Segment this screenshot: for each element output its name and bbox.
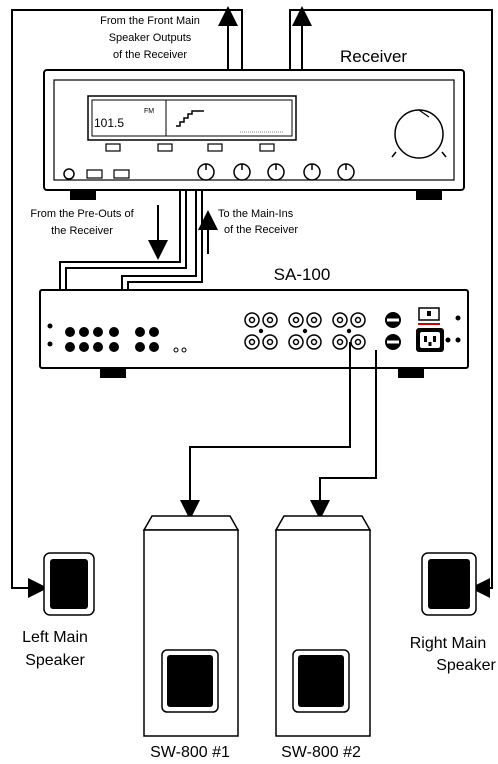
right-speaker-label-1: Right Main — [410, 635, 486, 652]
ac-inlet — [416, 328, 451, 352]
right-speaker-label-2: Speaker — [436, 657, 496, 674]
left-speaker-label-1: Left Main — [22, 629, 88, 646]
pre-outs-label-2: the Receiver — [51, 225, 113, 237]
front-outputs-label-2: Speaker Outputs — [109, 32, 192, 44]
receiver-button-3[interactable] — [207, 143, 223, 152]
left-main-speaker — [43, 552, 95, 616]
pre-outs-label-1: From the Pre-Outs of — [30, 208, 134, 220]
receiver-button-1[interactable] — [105, 143, 121, 152]
sa100-label: SA-100 — [274, 265, 331, 284]
sw2-label: SW-800 #2 — [281, 744, 361, 761]
receiver-button-4[interactable] — [259, 143, 275, 152]
main-ins-label-1: To the Main-Ins — [218, 208, 294, 220]
front-outputs-label-3: of the Receiver — [113, 49, 187, 61]
front-outputs-label-1: From the Front Main — [100, 15, 200, 27]
right-main-speaker — [421, 552, 477, 616]
receiver-knobs — [197, 163, 355, 181]
receiver-button-2[interactable] — [157, 143, 173, 152]
receiver-label: Receiver — [340, 47, 407, 66]
power-button[interactable] — [63, 168, 75, 180]
binding-posts — [65, 327, 159, 352]
display-frequency: 101.5 — [94, 116, 124, 130]
sub-cables — [180, 342, 377, 520]
sw1-label: SW-800 #1 — [150, 744, 230, 761]
front-outputs-arrows — [218, 6, 312, 70]
signal-meter-icon — [176, 110, 204, 127]
sa100-amplifier — [39, 289, 469, 378]
level-knobs[interactable] — [385, 312, 401, 350]
volume-knob[interactable] — [391, 109, 447, 159]
front-speaker-wires — [11, 9, 493, 598]
signal-arrows — [148, 205, 218, 260]
subwoofer-1 — [142, 515, 240, 737]
left-speaker-label-2: Speaker — [25, 652, 85, 669]
subwoofer-2 — [274, 515, 372, 737]
main-ins-label-2: of the Receiver — [224, 224, 298, 236]
display-band: FM — [144, 108, 154, 115]
switch-1[interactable] — [86, 169, 103, 179]
switch-2[interactable] — [113, 169, 130, 179]
receiver: 101.5 FM — [43, 69, 465, 200]
rca-jacks — [244, 312, 366, 350]
